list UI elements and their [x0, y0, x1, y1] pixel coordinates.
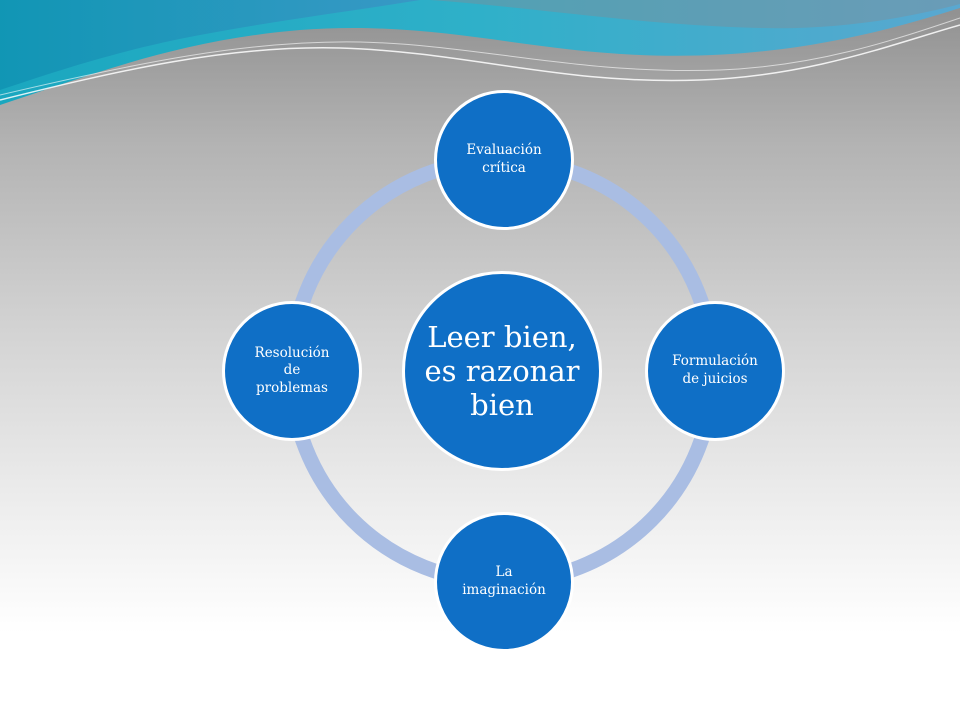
node-label: Formulación de juicios	[672, 353, 758, 387]
node-formulacion-de-juicios: Formulación de juicios	[645, 301, 785, 441]
node-label: Evaluación crítica	[466, 142, 542, 176]
node-resolucion-de-problemas: Resolución de problemas	[222, 301, 362, 441]
node-label: Resolución de problemas	[254, 344, 330, 396]
node-label: La imaginación	[462, 564, 546, 598]
node-evaluacion-critica: Evaluación crítica	[434, 90, 574, 230]
node-la-imaginacion: La imaginación	[434, 512, 574, 652]
center-node-label: Leer bien, es razonar bien	[424, 319, 580, 423]
header-wave-decoration	[0, 0, 960, 105]
center-node: Leer bien, es razonar bien	[402, 271, 602, 471]
